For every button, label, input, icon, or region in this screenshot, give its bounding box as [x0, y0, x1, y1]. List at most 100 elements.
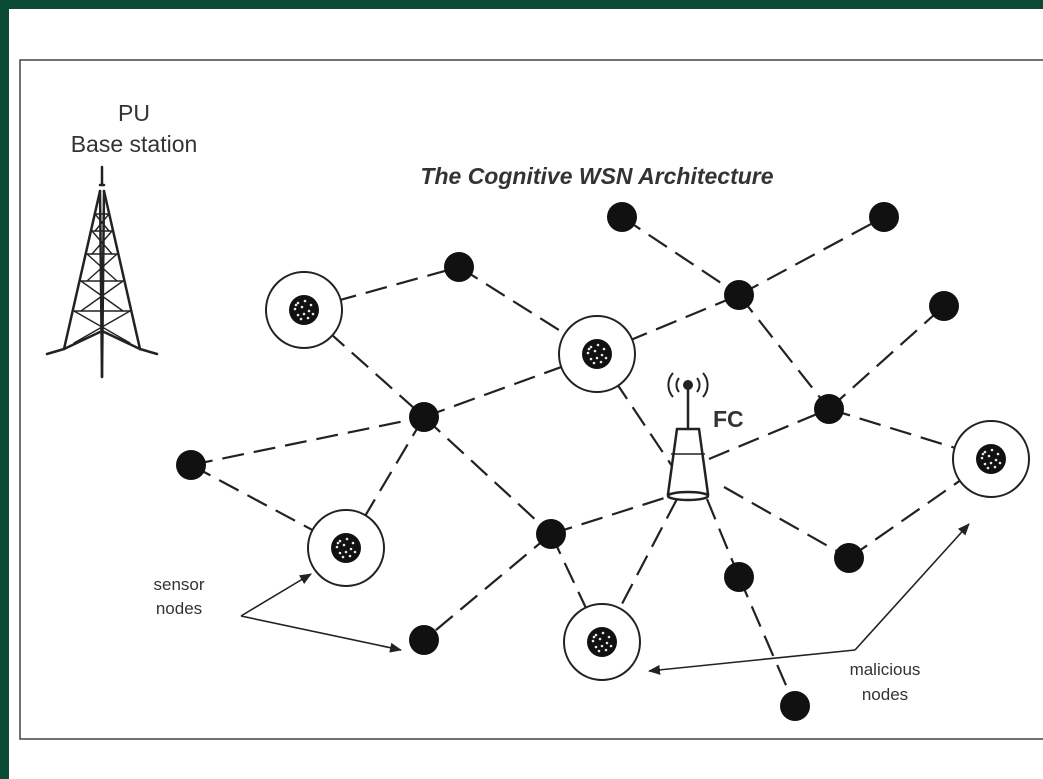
sensor-node: [607, 202, 637, 232]
node-speckle: [596, 343, 600, 347]
node-speckle: [344, 550, 348, 554]
diagram-title: The Cognitive WSN Architecture: [420, 163, 773, 189]
callout-arrows: [240, 523, 970, 675]
sensor-node: [536, 519, 566, 549]
link: [550, 492, 678, 536]
node-speckle: [604, 648, 608, 652]
malicious-nodes: [265, 271, 1030, 681]
link: [303, 265, 460, 312]
sensor-node: [409, 402, 439, 432]
fusion-center-antenna-icon: [666, 372, 710, 502]
node-speckle: [345, 537, 349, 541]
node-speckle: [996, 452, 1000, 456]
malicious-node: [563, 603, 641, 681]
sensor-node: [834, 543, 864, 573]
link: [828, 305, 945, 410]
sensor-node: [814, 394, 844, 424]
node-speckle: [990, 448, 994, 452]
node-speckle: [986, 466, 990, 470]
node-speckle: [983, 462, 987, 466]
sensor-node: [724, 280, 754, 310]
node-speckle: [589, 357, 593, 361]
node-speckle: [309, 303, 313, 307]
node-speckle: [594, 633, 598, 637]
node-speckle: [351, 541, 355, 545]
node-speckle: [348, 554, 352, 558]
malicious-node: [265, 271, 343, 349]
node-speckle: [998, 461, 1002, 465]
node-speckle: [296, 301, 300, 305]
link: [596, 293, 740, 356]
link: [423, 533, 552, 641]
node-speckle: [595, 356, 599, 360]
node-speckle: [592, 635, 596, 639]
link: [190, 415, 425, 467]
link: [708, 407, 830, 461]
malicious-node: [307, 509, 385, 587]
sensor-nodes-label-line2: nodes: [156, 599, 202, 618]
node-speckle: [587, 347, 591, 351]
node-speckle: [338, 539, 342, 543]
node-speckle: [987, 454, 991, 458]
signal-waves-icon: [667, 372, 709, 398]
node-speckle: [296, 313, 300, 317]
sensor-node: [724, 562, 754, 592]
node-speckle: [593, 349, 597, 353]
node-speckle: [592, 361, 596, 365]
fc-label: FC: [713, 406, 744, 432]
node-speckle: [294, 303, 298, 307]
node-speckle: [607, 635, 611, 639]
node-speckle: [311, 312, 315, 316]
link: [738, 294, 830, 410]
node-speckle: [335, 545, 339, 549]
malicious-arrow: [854, 523, 970, 651]
base-station-tower-icon: [45, 165, 159, 379]
sensor-node: [929, 291, 959, 321]
node-speckle: [336, 541, 340, 545]
node-speckle: [307, 309, 311, 313]
link: [738, 216, 885, 296]
node-speckle: [594, 645, 598, 649]
node-speckle: [983, 450, 987, 454]
sensor-node: [780, 691, 810, 721]
diagram-canvas: The Cognitive WSN Architecture PU Base s…: [9, 9, 1043, 779]
node-speckle: [349, 547, 353, 551]
pu-label: PU: [118, 100, 150, 126]
node-speckle: [586, 351, 590, 355]
node-speckle: [609, 644, 613, 648]
node-speckle: [604, 356, 608, 360]
wsn-diagram: The Cognitive WSN Architecture PU Base s…: [19, 59, 1043, 740]
node-speckle: [303, 299, 307, 303]
link: [345, 416, 425, 549]
sensor-node: [444, 252, 474, 282]
malicious-node: [558, 315, 636, 393]
node-speckle: [353, 550, 357, 554]
node-speckle: [589, 345, 593, 349]
sensor-node: [176, 450, 206, 480]
node-speckle: [341, 555, 345, 559]
malicious-arrow: [648, 649, 856, 675]
node-speckle: [994, 458, 998, 462]
sensor-nodes: [176, 202, 959, 721]
node-speckle: [600, 353, 604, 357]
sensor-node: [869, 202, 899, 232]
node-speckle: [981, 452, 985, 456]
link: [596, 353, 675, 470]
node-speckle: [989, 461, 993, 465]
node-speckle: [601, 631, 605, 635]
malicious-nodes-label-line1: malicious: [850, 660, 921, 679]
link: [621, 216, 740, 296]
node-speckle: [605, 641, 609, 645]
node-speckle: [980, 456, 984, 460]
node-speckle: [600, 644, 604, 648]
sensor-arrow: [240, 573, 312, 617]
node-speckle: [306, 316, 310, 320]
diagram-frame: [19, 59, 1043, 740]
node-speckle: [300, 305, 304, 309]
node-speckle: [993, 465, 997, 469]
malicious-nodes-label-line2: nodes: [862, 685, 908, 704]
node-speckle: [597, 649, 601, 653]
sensor-node: [409, 625, 439, 655]
sensor-arrow: [240, 615, 402, 653]
link: [423, 416, 552, 535]
